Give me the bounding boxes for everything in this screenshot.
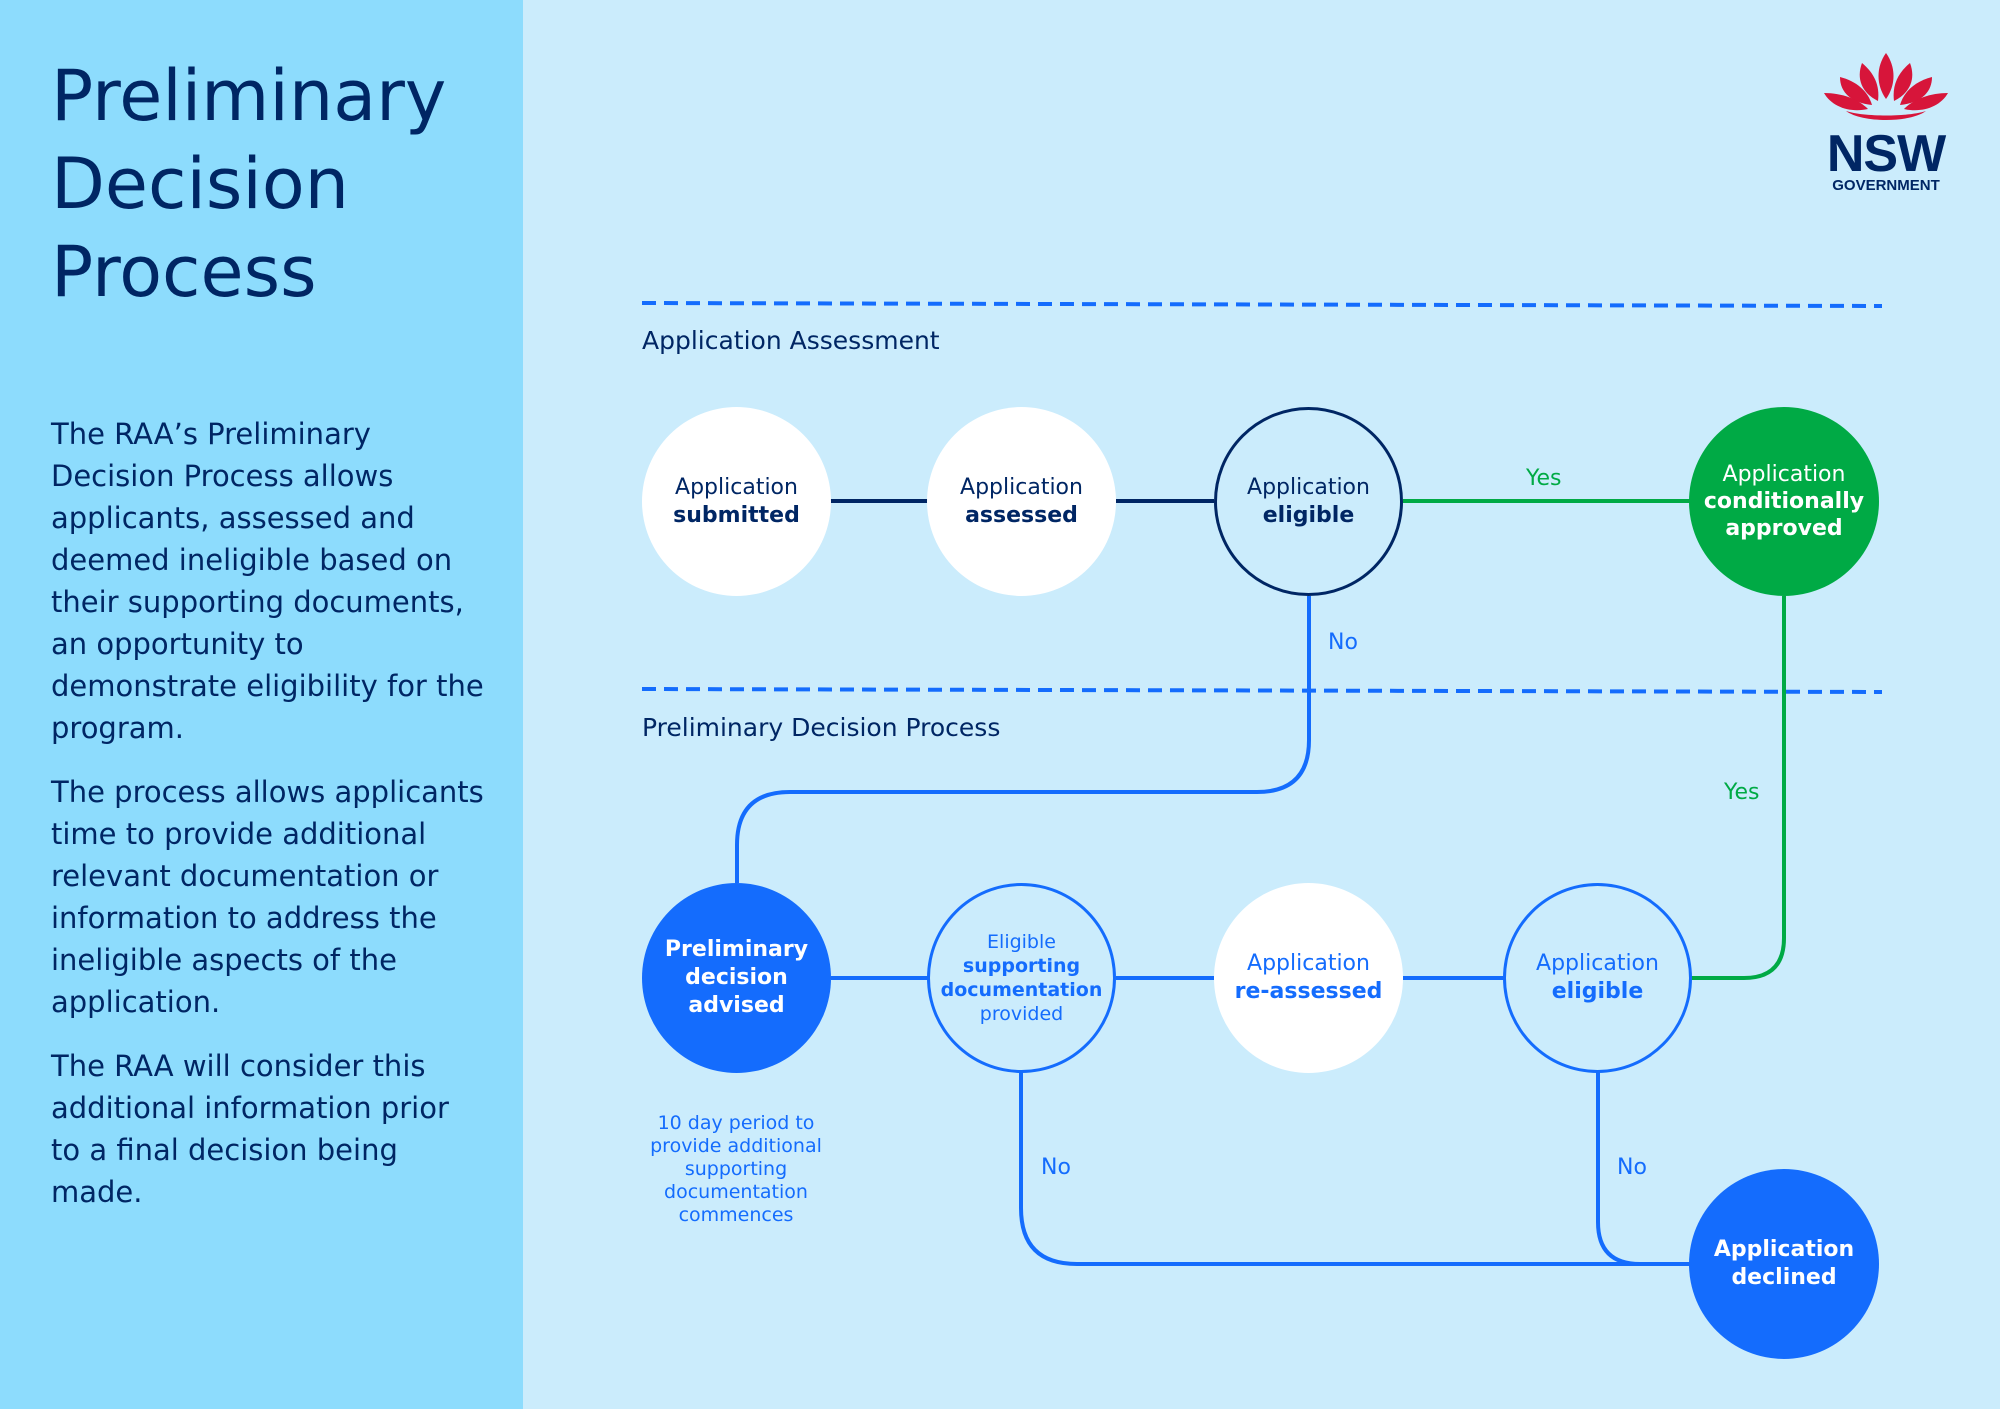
logo-subtitle: GOVERNMENT: [1832, 177, 1940, 194]
node-text-bold: eligible: [1551, 979, 1644, 1004]
node-application-eligible-reassessed: Application eligible: [1503, 883, 1692, 1073]
node-text-bold: conditionally: [1703, 489, 1865, 514]
node-application-assessed: Application assessed: [927, 407, 1116, 596]
section-label-assessment: Application Assessment: [642, 326, 940, 355]
note-line: commences: [678, 1204, 794, 1226]
edge-label-yes: Yes: [1526, 466, 1562, 491]
intro-text: The RAA’s Preliminary Decision Process a…: [51, 413, 485, 1213]
connector-yes-approved-to-eligible: [1691, 596, 1786, 980]
connector-eligible2-no-to-declined: [1596, 1072, 1641, 1266]
edge-label-no: No: [1617, 1155, 1647, 1180]
page-title-line: Decision: [51, 143, 350, 225]
node-text: Application: [1722, 462, 1846, 487]
note-line: provide additional: [650, 1135, 822, 1157]
node-text-bold: eligible: [1262, 502, 1355, 528]
intro-paragraph: The RAA will consider this additional in…: [51, 1049, 449, 1209]
node-text-bold: approved: [1725, 516, 1843, 541]
intro-paragraph: The process allows applicants time to pr…: [51, 775, 484, 1019]
connector-docs-no-to-declined: [1019, 1072, 1690, 1266]
node-text-bold: Preliminary: [664, 937, 809, 962]
node-application-eligible: Application eligible: [1214, 407, 1403, 596]
node-text: Application: [960, 474, 1083, 500]
node-text-bold: advised: [688, 993, 785, 1018]
node-text: Application: [1247, 474, 1370, 500]
page-title: Preliminary Decision Process: [51, 52, 485, 316]
logo-wordmark: NSW: [1826, 125, 1946, 183]
sidebar-panel: Preliminary Decision Process The RAA’s P…: [0, 0, 523, 1409]
node-application-declined: Application declined: [1689, 1169, 1879, 1359]
edge-label-yes: Yes: [1724, 780, 1760, 805]
page-title-line: Process: [51, 231, 317, 313]
node-text: provided: [979, 1003, 1064, 1025]
note-line: documentation: [664, 1181, 808, 1203]
edge-label-no: No: [1041, 1155, 1071, 1180]
node-text-bold: supporting: [962, 955, 1081, 977]
ten-day-period-note: 10 day period to provide additional supp…: [626, 1112, 846, 1227]
node-text: Application: [675, 474, 798, 500]
note-line: supporting: [684, 1158, 788, 1180]
node-text-bold: submitted: [673, 502, 800, 528]
node-application-conditionally-approved: Application conditionally approved: [1689, 407, 1879, 596]
node-text: Application: [1536, 951, 1659, 976]
node-text-bold: re-assessed: [1234, 979, 1383, 1004]
waratah-icon: [1824, 53, 1948, 120]
node-text-bold: decision: [685, 965, 788, 990]
node-text-bold: documentation: [940, 979, 1103, 1001]
node-text-bold: declined: [1731, 1265, 1837, 1290]
edge-label-no: No: [1328, 630, 1358, 655]
connector-no-to-preliminary: [735, 596, 1311, 883]
node-text: Application: [1247, 951, 1370, 976]
nsw-government-logo: NSW GOVERNMENT: [1816, 47, 1956, 197]
node-application-submitted: Application submitted: [642, 407, 831, 596]
section-divider-top: [641, 301, 1883, 308]
note-line: 10 day period to: [657, 1112, 815, 1134]
section-divider-middle: [641, 687, 1883, 694]
node-supporting-documentation-provided: Eligible supporting documentation provid…: [927, 883, 1116, 1073]
node-preliminary-decision-advised: Preliminary decision advised: [642, 883, 831, 1073]
section-label-preliminary: Preliminary Decision Process: [642, 713, 1001, 742]
node-text: Eligible: [987, 931, 1056, 953]
node-application-reassessed: Application re-assessed: [1214, 883, 1403, 1073]
intro-paragraph: The RAA’s Preliminary Decision Process a…: [51, 417, 484, 745]
node-text-bold: Application: [1713, 1237, 1855, 1262]
node-text-bold: assessed: [965, 502, 1078, 528]
page-title-line: Preliminary: [51, 55, 447, 137]
